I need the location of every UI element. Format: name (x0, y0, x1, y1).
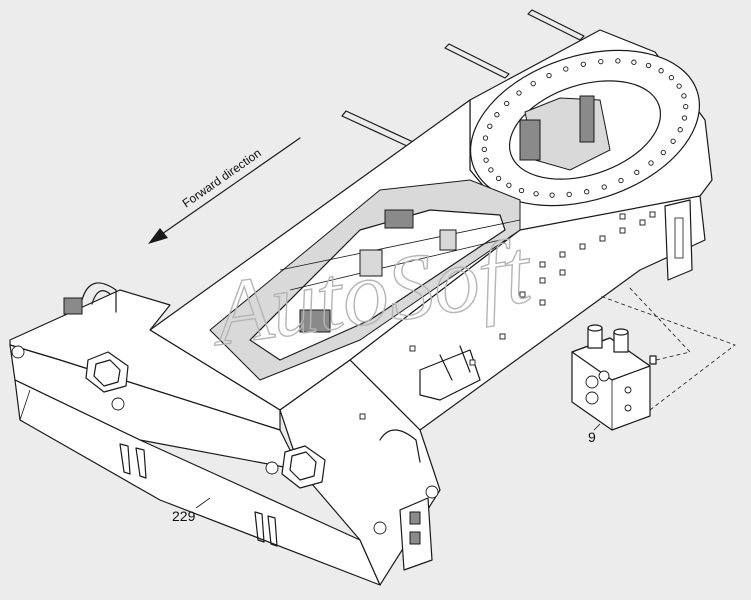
bolt-hole (618, 177, 624, 184)
mounting-hole (559, 251, 566, 258)
mounting-hole (579, 243, 586, 250)
turntable-bolt-holes (481, 58, 689, 198)
frame-part-number: 229 (172, 508, 196, 524)
mounting-hole (409, 345, 416, 352)
bolt-hole (681, 93, 687, 99)
bolt-hole (677, 127, 683, 133)
bolt-hole (683, 103, 689, 110)
side-wall-holes (359, 211, 656, 420)
bolt-hole (566, 191, 572, 198)
bolt-hole (504, 100, 510, 107)
hydraulic-connection-lines (599, 285, 736, 411)
mounting-hole (359, 413, 366, 420)
bolt-hole (488, 167, 494, 173)
bolt-hole (660, 149, 666, 156)
bolt-hole (546, 72, 552, 79)
mounting-hole (499, 333, 506, 340)
bolt-hole (516, 90, 522, 96)
bolt-hole (483, 157, 489, 163)
bolt-hole (494, 112, 500, 118)
bolt-hole (598, 58, 604, 65)
bolt-hole (648, 160, 654, 166)
bolt-hole (530, 80, 536, 87)
bolt-hole (533, 191, 539, 197)
mounting-hole (619, 227, 626, 234)
bolt-hole (563, 66, 569, 72)
bolt-hole (615, 58, 621, 64)
mounting-hole (539, 299, 546, 306)
mounting-hole (519, 291, 526, 298)
main-frame (149, 99, 706, 431)
bolt-hole (482, 135, 489, 141)
bolt-hole (631, 59, 637, 65)
mounting-hole (599, 235, 606, 242)
bolt-hole (580, 61, 586, 67)
bolt-hole (668, 74, 675, 81)
bolt-hole (549, 192, 555, 198)
bolt-hole (584, 189, 590, 195)
bolt-hole (481, 146, 487, 153)
turntable-housing (469, 29, 713, 263)
bolt-hole (634, 169, 640, 176)
mounting-hole (539, 261, 546, 268)
bolt-hole (645, 62, 652, 69)
bolt-hole (518, 187, 525, 194)
valve-block (571, 324, 657, 431)
bolt-hole (670, 138, 676, 144)
bolt-hole (681, 115, 688, 121)
arrow-down-left-icon (148, 137, 301, 244)
front-cross-member (9, 282, 381, 586)
side-brackets (419, 199, 693, 401)
mounting-hole (649, 211, 656, 218)
mounting-hole (619, 213, 626, 220)
bolt-hole (487, 123, 493, 129)
part-leaders (195, 423, 601, 509)
bolt-hole (495, 175, 502, 182)
valve-part-number: 9 (588, 429, 596, 445)
mounting-hole (469, 359, 476, 366)
front-right-box (265, 359, 441, 586)
mounting-hole (559, 269, 566, 276)
bolt-hole (676, 83, 682, 89)
bolt-hole (506, 182, 512, 188)
mounting-hole (639, 219, 646, 226)
bolt-hole (658, 68, 664, 74)
bolt-hole (601, 184, 607, 190)
direction-label: Forward direction (180, 146, 264, 211)
mounting-hole (539, 277, 546, 284)
